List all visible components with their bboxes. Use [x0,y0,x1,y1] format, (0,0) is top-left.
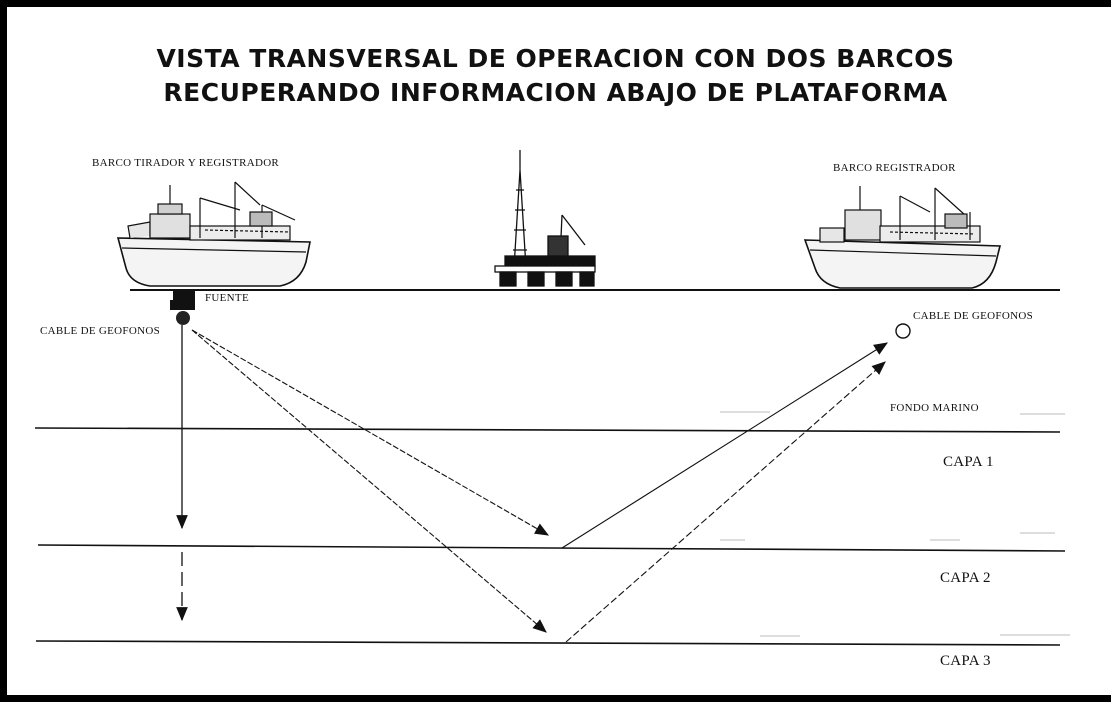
right-cable-label: CABLE DE GEOFONOS [913,310,1033,322]
title-line-1: VISTA TRANSVERSAL DE OPERACION CON DOS B… [156,44,955,73]
layer2-label: CAPA 2 [940,570,991,586]
layer1-label: CAPA 1 [943,454,994,470]
layer-boundary-3 [35,640,1061,646]
layer3-label: CAPA 3 [940,653,991,669]
source-label: FUENTE [205,292,249,304]
left-cable-label: CABLE DE GEOFONOS [40,325,160,337]
left-ship-icon [116,181,311,287]
ray-up-from-layer2 [561,342,888,549]
seafloor-line [34,427,1061,433]
right-ship-icon [803,186,1002,289]
layer-boundary-2 [37,544,1066,552]
source-icon [170,290,195,325]
left-ship-label: BARCO TIRADOR Y REGISTRADOR [92,157,280,169]
title-line-2: RECUPERANDO INFORMACION ABAJO DE PLATAFO… [163,78,948,107]
right-ship-label: BARCO REGISTRADOR [833,162,956,174]
ray-up-from-layer3 [565,361,886,643]
scan-noise-marks [720,411,1070,637]
platform-icon [494,150,596,287]
ray-down-to-layer3 [191,329,547,633]
ray-down-to-layer2 [191,329,550,536]
seafloor-label: FONDO MARINO [890,402,979,414]
right-geophone-icon [895,323,911,339]
